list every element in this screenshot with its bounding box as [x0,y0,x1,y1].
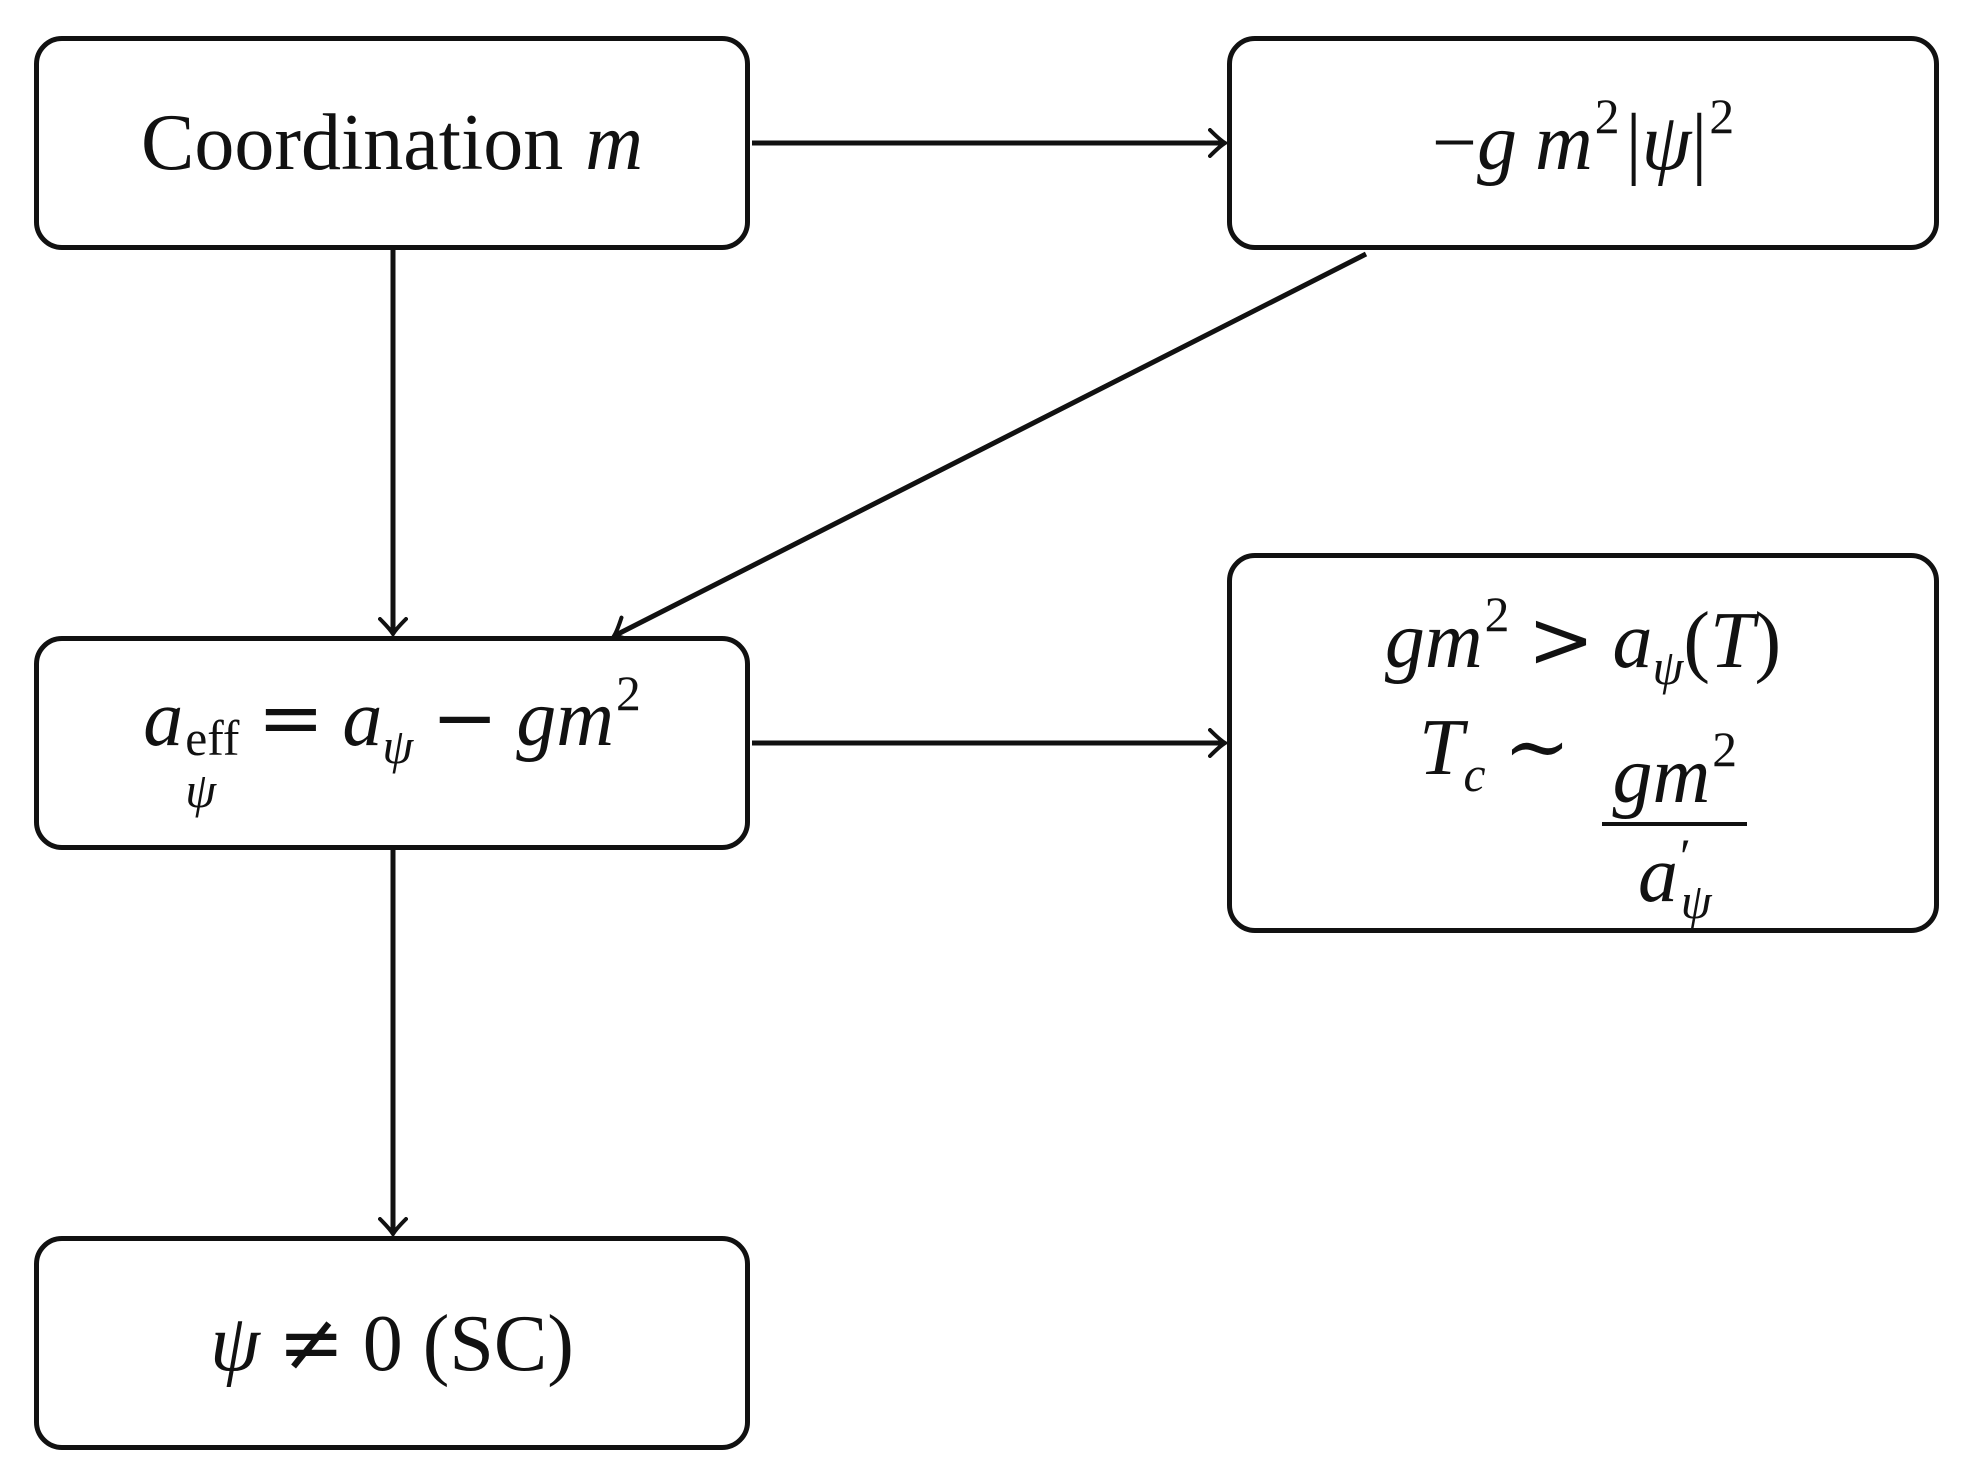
node-effective-coefficient: a eff ψ = a ψ − g m 2 [34,636,750,850]
node-coordination: Coordination m [34,36,750,250]
effective-coefficient-formula: a eff ψ = a ψ − g m 2 [143,669,641,817]
condition-a: a [1612,596,1653,685]
condition-a-subscript: ψ [1652,639,1684,695]
result-not-equal: ≠ [277,1295,345,1389]
condition-m-exponent: 2 [1484,586,1510,642]
coupling-g: g [1477,99,1518,187]
condition-g: g [1384,596,1425,685]
tc-den-subscript: ψ [1680,873,1712,929]
result-zero: 0 [362,1299,403,1388]
coordination-text: Coordination m [141,103,643,183]
result-label: (SC) [422,1299,574,1388]
condition-paren-open: ( [1683,596,1710,685]
tc-den-prime: ′ [1679,829,1691,885]
coupling-abs-exponent: 2 [1709,89,1735,145]
node-result: ψ ≠ 0 (SC) [34,1236,750,1450]
effective-a-superscript: eff [185,711,240,767]
coupling-minus: − [1431,99,1478,187]
tc-numerator: gm2 [1602,724,1748,826]
tc-subscript: c [1463,746,1486,802]
tc-denominator: a′ψ [1638,826,1712,926]
coupling-m-exponent: 2 [1594,89,1620,145]
condition-paren-close: ) [1754,596,1782,685]
effective-g: g [516,675,557,764]
effective-a2-subscript: ψ [382,718,414,774]
effective-minus: − [431,671,499,765]
effective-a-subscript: ψ [185,763,216,819]
coupling-psi: ψ [1641,99,1692,187]
tc-T: T [1418,703,1464,792]
effective-a-scripts: eff ψ [185,713,239,817]
effective-equals: = [257,671,325,765]
node-condition: g m 2 > a ψ ( T ) T c ∼ gm2 a′ψ [1227,553,1939,933]
result-psi: ψ [210,1299,260,1388]
effective-m: m [556,675,614,764]
tc-num-exponent: 2 [1712,721,1738,777]
tc-den-a: a [1637,830,1678,919]
tc-num-g: g [1612,731,1653,820]
coupling-term-formula: − g m 2 | ψ | 2 [1431,92,1734,187]
condition-inequality: g m 2 > a ψ ( T ) [1384,590,1782,692]
effective-a: a [143,675,184,764]
coordination-label: Coordination [141,99,564,187]
node-coupling-term: − g m 2 | ψ | 2 [1227,36,1939,250]
condition-critical-temperature: T c ∼ gm2 a′ψ [1418,699,1748,926]
tc-num-m: m [1652,731,1711,820]
effective-m-exponent: 2 [616,665,641,721]
condition-T: T [1709,596,1755,685]
condition-greater-than: > [1527,592,1595,686]
coupling-m: m [1535,99,1593,187]
effective-a2: a [342,675,383,764]
coupling-abs-open: | [1625,99,1642,187]
coupling-abs-close: | [1691,99,1708,187]
result-formula: ψ ≠ 0 (SC) [210,1295,574,1389]
condition-m: m [1424,596,1483,685]
edge-coupling-to-effective [614,251,1368,636]
tc-sim: ∼ [1503,699,1571,793]
tc-fraction: gm2 a′ψ [1602,724,1748,926]
coordination-var: m [585,99,643,187]
